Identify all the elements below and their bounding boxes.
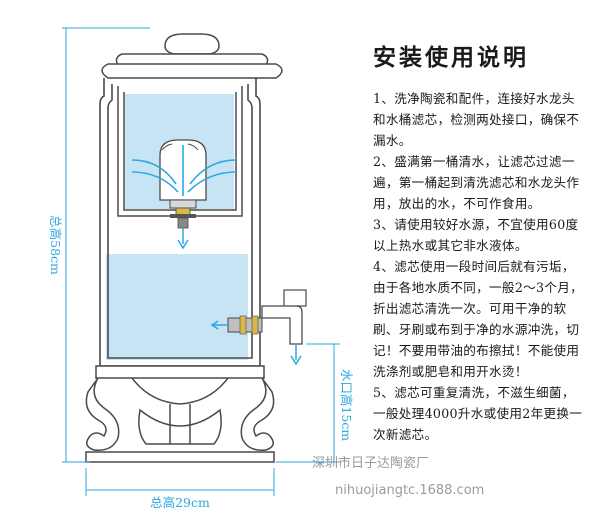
- page-title: 安装使用说明: [373, 45, 529, 71]
- instruction-list: 1、洗净陶瓷和配件，连接好水龙头和水桶滤芯，检测两处接口，确保不漏水。 2、盛满…: [373, 88, 585, 445]
- instruction-step-5: 5、滤芯可重复清洗，不滋生细菌，一般处理4000升水或使用2年更换一次新滤芯。: [373, 385, 583, 442]
- stand: [85, 365, 275, 463]
- filter-cartridge: [131, 139, 237, 250]
- watermark-url: nihuojiangtc.1688.com: [335, 483, 485, 498]
- lid: [101, 33, 283, 79]
- total-height-label: 总高58cm: [48, 215, 63, 275]
- watermark-company: 深圳市日子达陶瓷厂: [312, 456, 430, 471]
- outlet-dimension: [276, 343, 340, 463]
- width-dimension: [85, 468, 275, 496]
- instruction-step-2: 2、盛满第一桶清水，让滤芯过滤一遍，第一桶起到清洗滤芯和水龙头作用，放出的水，不…: [373, 154, 580, 211]
- lower-water: [106, 254, 248, 360]
- height-dimension: [62, 27, 150, 463]
- instruction-step-1: 1、洗净陶瓷和配件，连接好水龙头和水桶滤芯，检测两处接口，确保不漏水。: [373, 91, 580, 148]
- outlet-height-label: 水口高15cm: [339, 369, 354, 441]
- instruction-step-4: 4、滤芯使用一段时间后就有污垢，由于各地水质不同，一般2～3个月，折出滤芯清洗一…: [373, 259, 584, 379]
- total-width-label: 总高29cm: [150, 495, 210, 510]
- faucet: [210, 289, 307, 366]
- instruction-step-3: 3、请使用较好水源，不宜使用60度以上热水或其它非水液体。: [373, 217, 579, 253]
